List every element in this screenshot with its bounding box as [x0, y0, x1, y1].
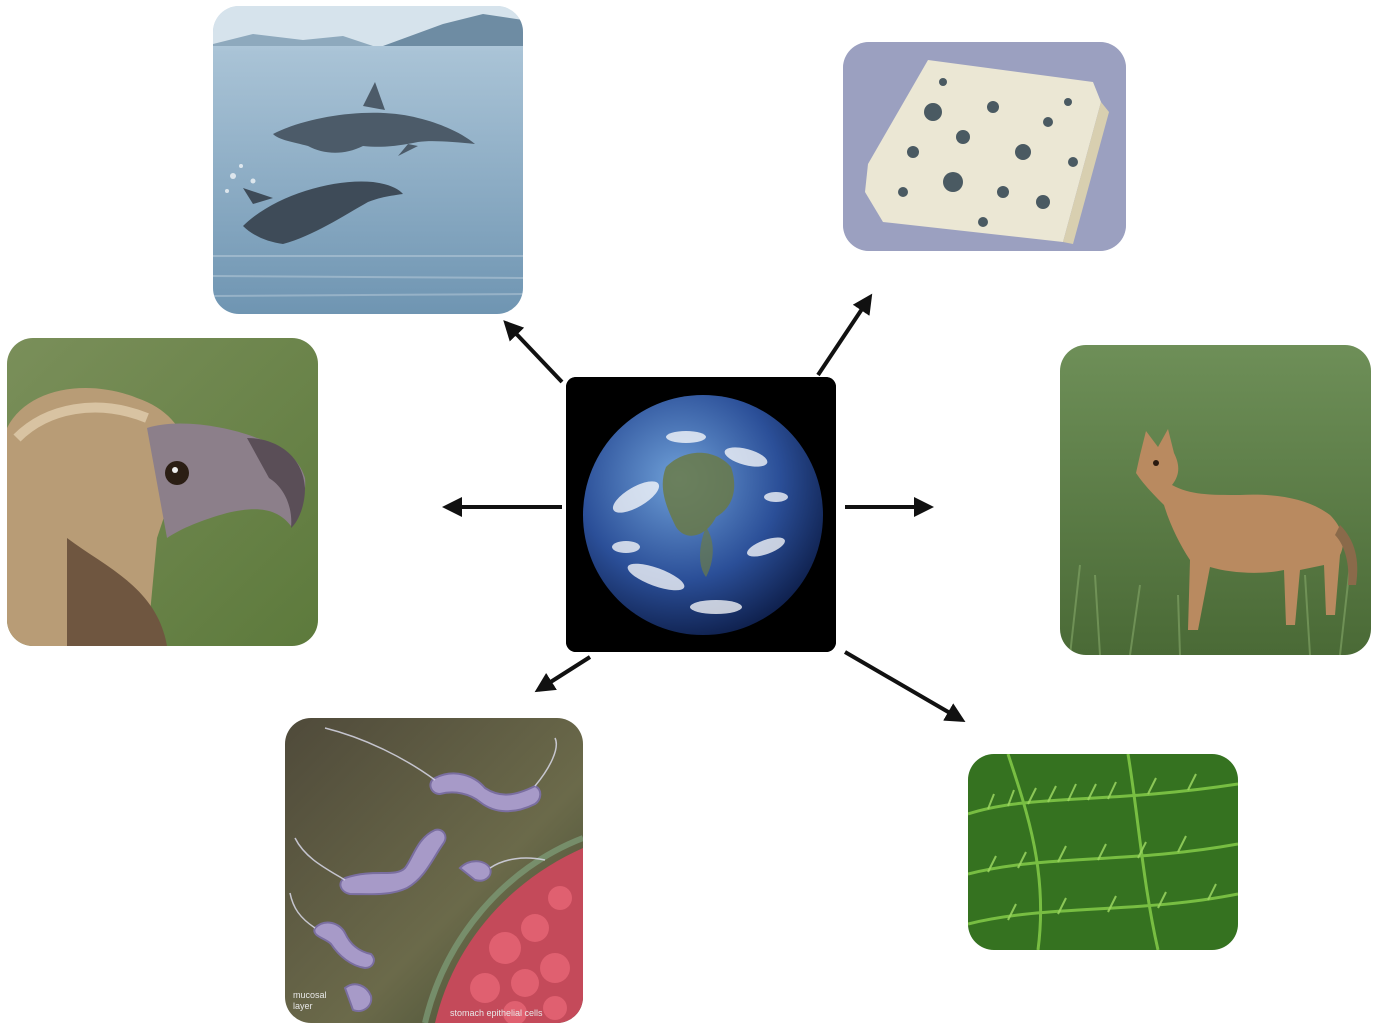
- blue-cheese-photo-tile: [843, 42, 1126, 251]
- blue-cheese-photo-icon: [843, 42, 1126, 251]
- bacteria-illustration-tile: mucosal layer stomach epithelial cells: [285, 718, 583, 1023]
- jackal-photo-icon: [1060, 345, 1371, 655]
- arrow-to-blue-cheese: [818, 297, 870, 375]
- epithelial-label: stomach epithelial cells: [450, 1008, 543, 1018]
- layer-label: layer: [293, 1001, 313, 1011]
- vulture-photo-icon: [7, 338, 318, 646]
- arrow-to-bacteria: [538, 657, 590, 690]
- dolphin-photo-tile: [213, 6, 523, 314]
- arrow-to-fern: [845, 652, 962, 720]
- earth-globe-icon: [566, 377, 836, 652]
- earth-globe-tile: [566, 377, 836, 652]
- arrow-to-dolphins: [506, 323, 562, 382]
- bacteria-illustration-icon: mucosal layer stomach epithelial cells: [285, 718, 583, 1023]
- vulture-photo-tile: [7, 338, 318, 646]
- dolphin-photo-icon: [213, 6, 523, 314]
- fern-photo-icon: [968, 754, 1238, 950]
- mucosal-label: mucosal: [293, 990, 327, 1000]
- jackal-photo-tile: [1060, 345, 1371, 655]
- fern-photo-tile: [968, 754, 1238, 950]
